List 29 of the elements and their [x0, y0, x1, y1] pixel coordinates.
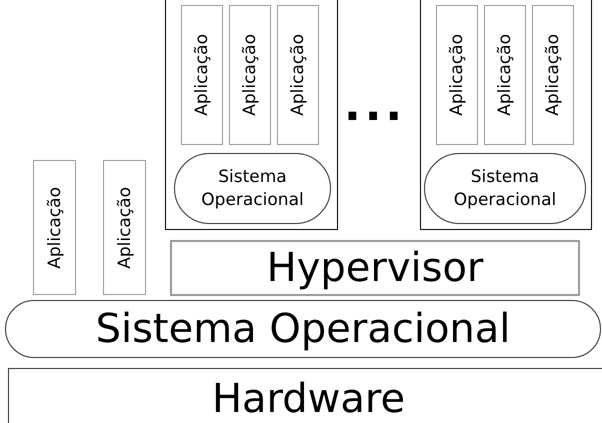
app-box	[277, 5, 319, 145]
app-box	[484, 5, 526, 145]
hardware-label: Hardware	[212, 376, 406, 422]
app-label: Aplicação	[240, 34, 260, 116]
ellipsis-label: ...	[344, 80, 406, 131]
app-label: Aplicação	[288, 34, 308, 116]
app-label: Aplicação	[495, 34, 515, 116]
app-label: Aplicação	[192, 34, 212, 116]
os-pill	[424, 153, 586, 224]
app-box	[532, 5, 574, 145]
os-label: Sistema Operacional	[200, 166, 305, 211]
vm-box	[420, 0, 592, 230]
app-label: Aplicação	[114, 186, 134, 268]
app-box	[103, 160, 146, 295]
app-box	[33, 160, 76, 295]
app-box	[181, 5, 223, 145]
hardware-box	[8, 368, 602, 423]
app-box	[229, 5, 271, 145]
hypervisor-label: Hypervisor	[266, 245, 484, 291]
vm-box	[165, 0, 338, 230]
app-box	[436, 5, 478, 145]
os-pill	[174, 153, 331, 224]
app-label: Aplicação	[447, 34, 467, 116]
hypervisor-box	[170, 240, 580, 296]
app-label: Aplicação	[543, 34, 563, 116]
os-label: Sistema Operacional	[452, 166, 558, 211]
os-pill	[5, 300, 601, 358]
app-label: Aplicação	[44, 186, 64, 268]
os-label: Sistema Operacional	[96, 305, 510, 354]
